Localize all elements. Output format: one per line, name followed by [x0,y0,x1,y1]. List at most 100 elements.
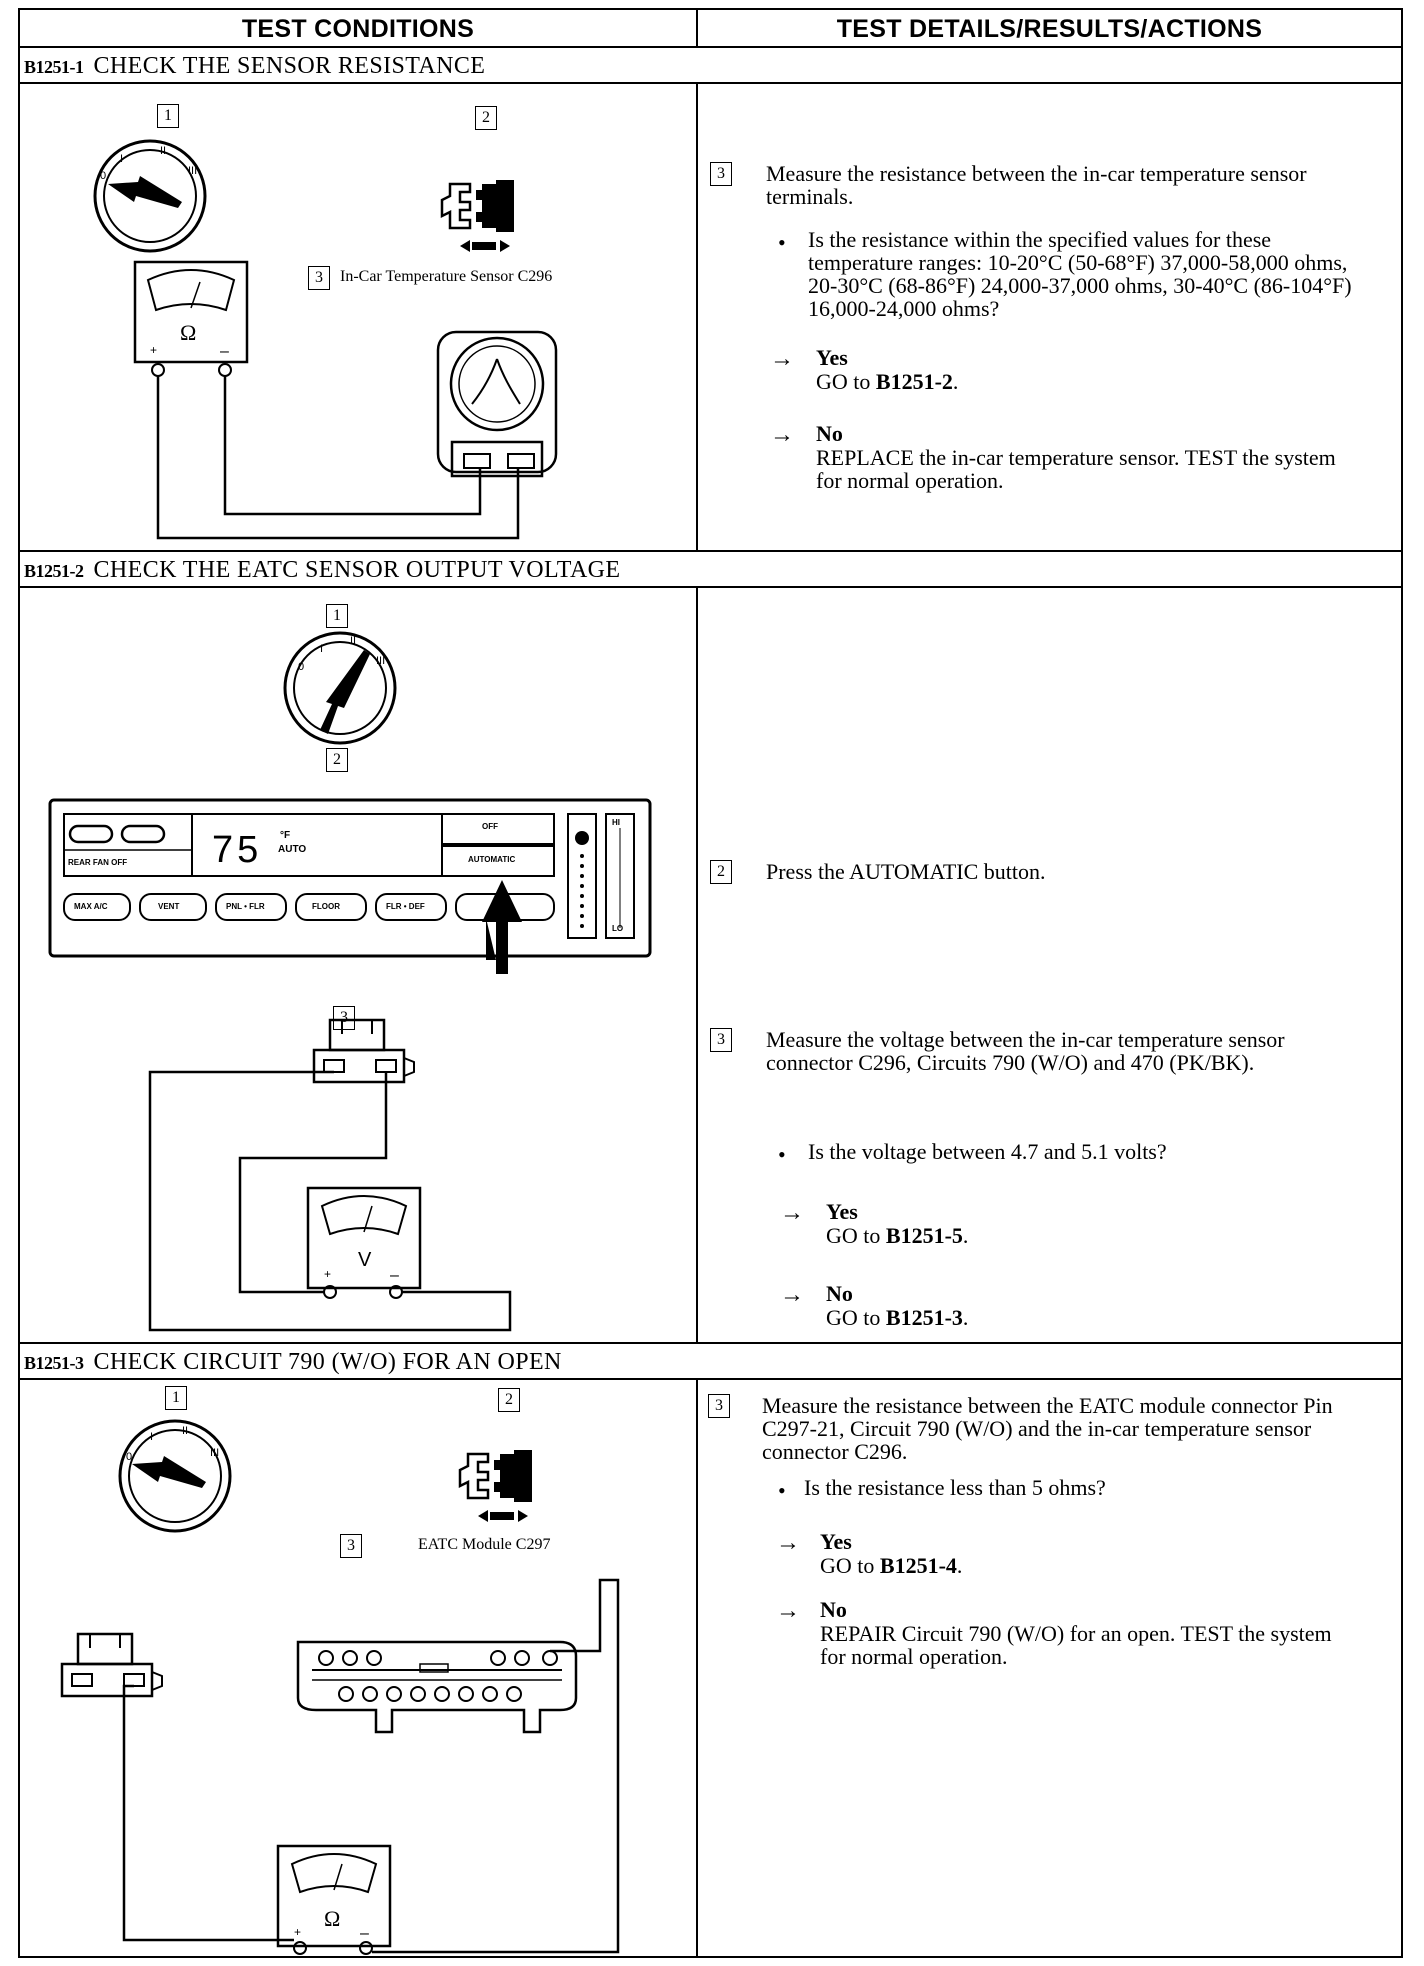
test-details-cell: 2 Press the AUTOMATIC button. 3 Measure … [698,588,1401,1342]
svg-text:I: I [150,1431,153,1443]
step-question: Is the resistance less than 5 ohms? [804,1475,1106,1500]
arrow-icon: → [776,1598,800,1624]
svg-text:–: – [390,1267,399,1284]
section-heading: CHECK CIRCUIT 790 (W/O) FOR AN OPEN [93,1349,562,1375]
no-action: GO to B1251-3. [826,1305,969,1330]
section-title-b1251-3: B1251-3 CHECK CIRCUIT 790 (W/O) FOR AN OP… [20,1344,1401,1380]
max-ac-button: MAX A/C [74,902,108,911]
meter-symbol: Ω [324,1906,340,1931]
step-question: Is the voltage between 4.7 and 5.1 volts… [808,1139,1167,1164]
test-leads [156,376,520,540]
callout-2: 2 [498,1388,520,1412]
vent-button: VENT [158,902,180,911]
test-leads [148,1070,512,1332]
step-number: 3 [710,1028,732,1052]
callout-3: 3 [333,1006,355,1030]
sensor-connector-icon [60,1632,163,1698]
section-code: B1251-1 [24,57,84,77]
ignition-switch-icon: 0 I II III [283,631,397,745]
bullet-icon: • [778,1142,786,1167]
no-action-ref: B1251-3 [885,1305,963,1330]
automatic-button: AUTOMATIC [468,855,516,864]
test-details-cell: 3 Measure the resistance between the in-… [698,84,1401,550]
no-action: REPLACE the in-car temperature sensor. T… [816,445,1336,493]
yes-action-prefix: GO to [820,1553,880,1578]
diagnostic-page: TEST CONDITIONS TEST DETAILS/RESULTS/ACT… [18,8,1403,1958]
yes-action: GO to B1251-2. [816,369,959,394]
svg-text:+: + [150,343,157,357]
step-instruction: Measure the resistance between the in-ca… [766,161,1307,209]
no-label: No [820,1597,847,1622]
ignition-switch-icon: 0 I II III [118,1419,232,1533]
test-details-cell: 3 Measure the resistance between the EAT… [698,1380,1401,1956]
no-action-prefix: GO to [826,1305,886,1330]
callout-2: 2 [475,106,497,130]
eatc-module-connector-icon [296,1640,578,1734]
test-table: TEST CONDITIONS TEST DETAILS/RESULTS/ACT… [18,8,1403,1958]
svg-text:II: II [160,145,166,157]
bullet-icon: • [778,1478,786,1503]
section-title-b1251-1: B1251-1 CHECK THE SENSOR RESISTANCE [20,48,1401,84]
svg-text:–: – [360,1925,369,1942]
rear-fan-off-button: REAR FAN OFF [68,858,128,867]
section-code: B1251-3 [24,1353,84,1373]
connector-disconnect-icon [440,180,514,252]
test-leads [122,1578,620,1954]
off-button: OFF [482,822,498,831]
svg-text:II: II [350,635,356,647]
temperature-sensor-icon [436,330,558,478]
yes-action-prefix: GO to [816,369,876,394]
step-instruction: Press the AUTOMATIC button. [766,859,1046,884]
step-instruction: Measure the resistance between the EATC … [762,1393,1333,1464]
table-header: TEST CONDITIONS TEST DETAILS/RESULTS/ACT… [20,10,1401,48]
flr-def-button: FLR • DEF [386,902,425,911]
test-conditions-cell: 1 2 3 0 I II III [20,588,696,1342]
climate-control-panel [48,798,652,974]
arrow-icon: → [776,1530,800,1556]
no-action: REPAIR Circuit 790 (W/O) for an open. TE… [820,1621,1332,1669]
step-instruction: Measure the voltage between the in-car t… [766,1027,1285,1075]
fan-hi-label: HI [612,818,620,827]
svg-text:0: 0 [100,170,106,182]
ohmmeter-icon: Ω + – [276,1844,392,1955]
sensor-connector-label: In-Car Temperature Sensor C296 [340,268,553,285]
step-number: 2 [710,860,732,884]
svg-text:III: III [210,1447,219,1459]
svg-text:III: III [376,655,385,667]
header-test-conditions: TEST CONDITIONS [241,15,475,43]
svg-text:I: I [320,643,323,655]
yes-label: Yes [820,1529,852,1554]
yes-action: GO to B1251-5. [826,1223,969,1248]
svg-text:II: II [182,1425,188,1437]
yes-action-ref: B1251-4 [879,1553,957,1578]
svg-text:0: 0 [298,661,304,673]
sensor-output-voltage-diagram: 0 I II III [48,631,652,1332]
panel-deg: °F [280,830,291,841]
svg-text:III: III [188,165,197,177]
svg-text:I: I [120,153,123,165]
module-connector-label: EATC Module C297 [418,1536,551,1553]
svg-text:–: – [220,343,229,360]
test-conditions-cell: 1 I II III 0 [20,84,696,550]
yes-action-ref: B1251-2 [875,369,953,394]
meter-symbol: Ω [180,320,196,345]
callout-3: 3 [340,1534,362,1558]
yes-label: Yes [816,345,848,370]
ohmmeter-icon: Ω + – [133,260,249,377]
svg-text:+: + [294,1925,301,1939]
voltmeter-icon: V + – [306,1186,422,1299]
ignition-switch-icon: I II III 0 [93,139,207,253]
svg-text:0: 0 [126,1451,132,1463]
section-row-b1251-3: 1 2 3 EATC Module C297 0 I II III [20,1380,1401,1956]
callout-2: 2 [326,748,348,772]
arrow-icon: → [770,422,794,448]
callout-3: 3 [308,266,330,290]
yes-label: Yes [826,1199,858,1224]
meter-symbol: V [358,1249,372,1271]
no-label: No [816,421,843,446]
yes-action-prefix: GO to [826,1223,886,1248]
step-number: 3 [708,1394,730,1418]
section-heading: CHECK THE SENSOR RESISTANCE [93,53,486,79]
callout-1: 1 [326,604,348,628]
